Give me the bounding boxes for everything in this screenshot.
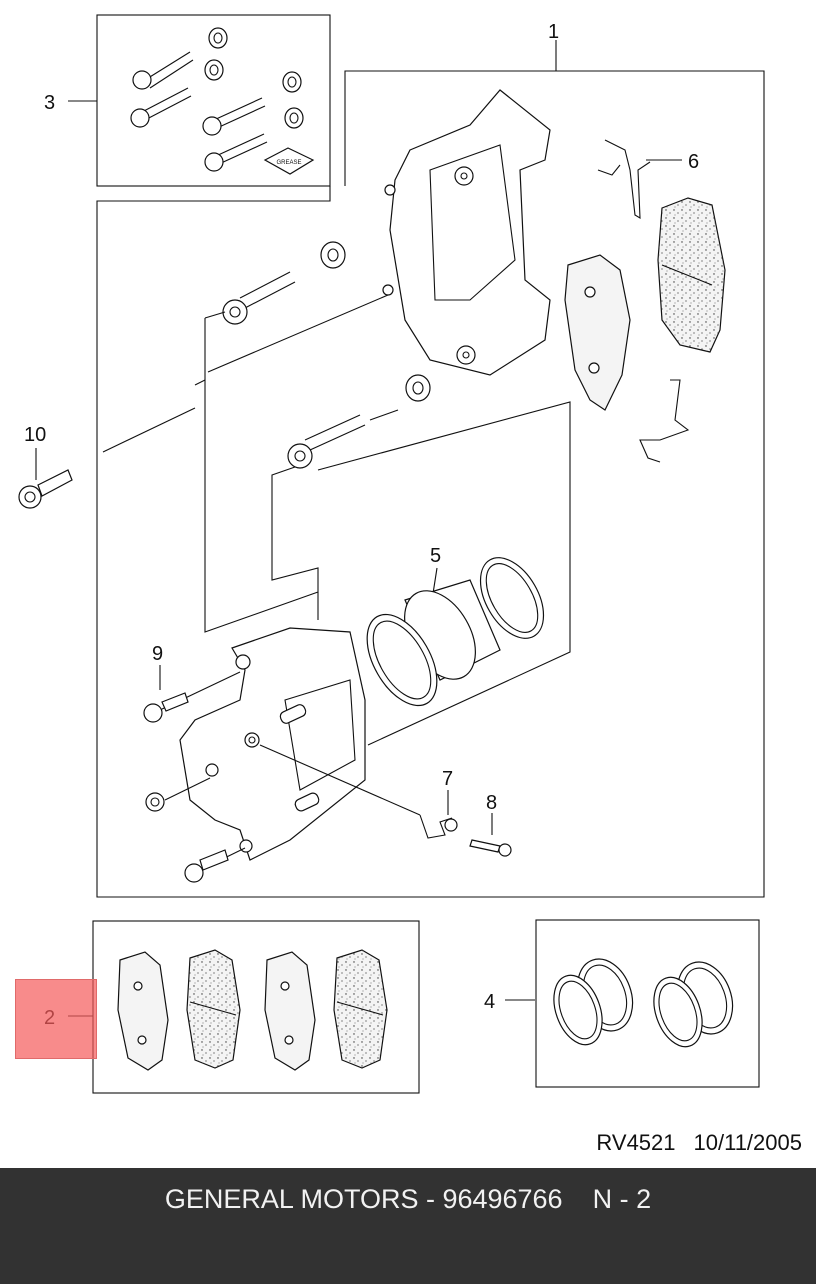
bleeder-valve-8 bbox=[469, 813, 512, 857]
main-assembly-frame bbox=[96, 70, 765, 898]
upper-guide-bolt bbox=[222, 241, 346, 325]
piston-seals-5 bbox=[366, 557, 545, 707]
bleed-bolt bbox=[145, 777, 246, 883]
callout-7: 7 bbox=[442, 768, 453, 790]
reference-date: 10/11/2005 bbox=[693, 1130, 802, 1155]
anti-rattle-clip-lower bbox=[639, 379, 690, 463]
pad-backing-plate bbox=[564, 254, 631, 411]
anti-rattle-clip-upper bbox=[597, 139, 651, 219]
callout-8: 8 bbox=[486, 792, 497, 814]
lower-guide-bolt bbox=[287, 374, 431, 469]
grease-label: GREASE bbox=[276, 160, 301, 166]
footer-part-number: GENERAL MOTORS - 96496766 N - 2 bbox=[164, 1184, 652, 1214]
highlight-callout-2 bbox=[15, 979, 97, 1059]
footer-bar: GENERAL MOTORS - 96496766 N - 2 bbox=[0, 1168, 816, 1284]
callout-10: 10 bbox=[24, 424, 46, 446]
caliper-carrier-bracket bbox=[382, 89, 551, 376]
callout-4: 4 bbox=[484, 991, 495, 1013]
brake-caliper-exploded-diagram: GREASE bbox=[18, 14, 765, 1094]
kit-box-3: GREASE bbox=[96, 14, 331, 187]
reference-line: RV4521 10/11/2005 bbox=[0, 1130, 802, 1160]
bolt-9 bbox=[143, 665, 241, 723]
guide-bolts bbox=[130, 51, 268, 172]
callout-1: 1 bbox=[548, 21, 559, 43]
brake-pad-set-box-2 bbox=[92, 920, 420, 1094]
callout-5: 5 bbox=[430, 545, 441, 567]
pad-friction-lining bbox=[657, 197, 726, 353]
bushings bbox=[204, 27, 304, 129]
grease-packet: GREASE bbox=[263, 147, 315, 175]
caliper-housing bbox=[179, 627, 366, 861]
seal-kit-box-4 bbox=[535, 919, 760, 1088]
callout-3: 3 bbox=[44, 92, 55, 114]
inner-frame-lines bbox=[102, 294, 571, 746]
bolt-10 bbox=[18, 448, 73, 509]
callout-6: 6 bbox=[688, 151, 699, 173]
callout-9: 9 bbox=[152, 643, 163, 665]
bracket-7 bbox=[259, 744, 458, 839]
reference-code: RV4521 bbox=[596, 1130, 676, 1155]
